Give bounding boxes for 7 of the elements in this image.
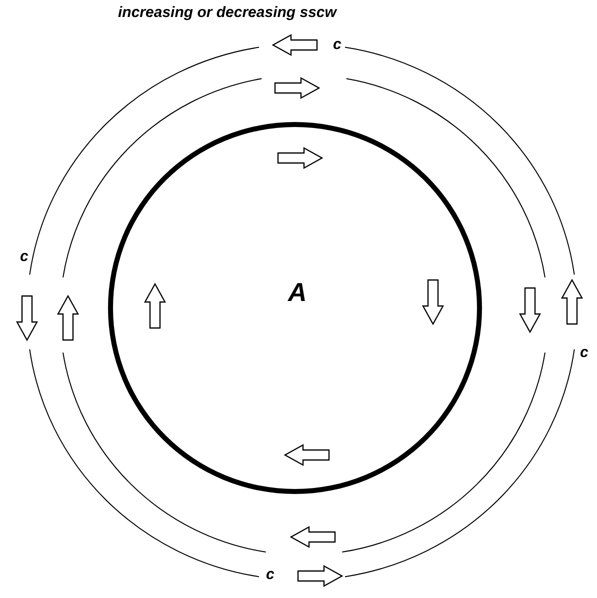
letter-label: c bbox=[20, 248, 28, 265]
letter-label: c bbox=[580, 344, 588, 361]
region-label: A bbox=[288, 277, 307, 308]
letter-label: c bbox=[266, 566, 274, 583]
circle-region bbox=[108, 122, 482, 494]
letter-label: c bbox=[333, 36, 342, 53]
title: increasing or decreasing sscw bbox=[118, 4, 336, 21]
